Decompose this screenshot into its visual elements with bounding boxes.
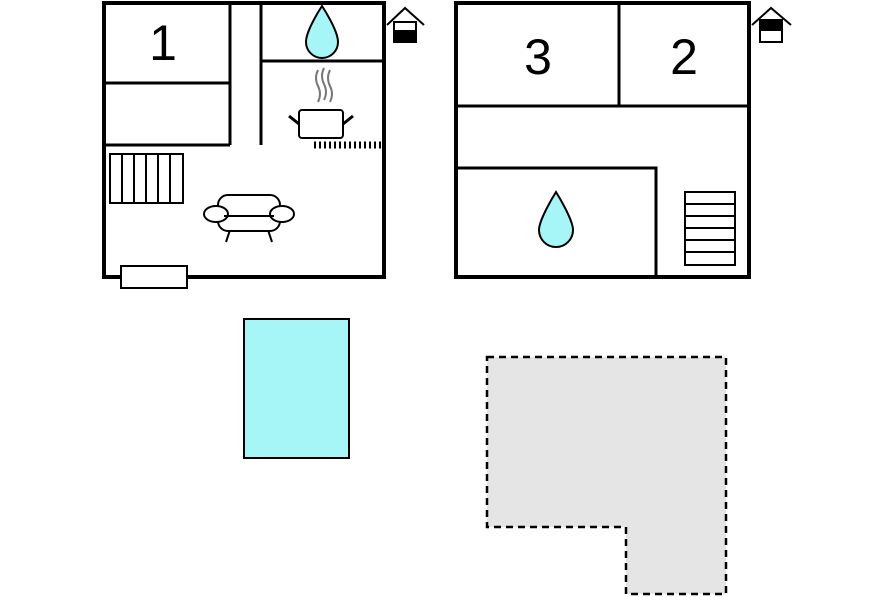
room-2-label: 2	[670, 29, 698, 85]
floor-house-icon	[751, 6, 792, 43]
upper-floor-outline	[454, 1, 751, 279]
room-3-label: 3	[524, 29, 552, 85]
water-drop-icon	[304, 4, 340, 59]
staircase-icon	[684, 191, 736, 266]
ground-floor-outline	[102, 1, 386, 279]
upper-floor-plan: 3 2	[454, 1, 792, 279]
steam-icon	[315, 67, 333, 103]
room-1[interactable]: 1	[106, 5, 232, 147]
door-icon[interactable]	[120, 265, 188, 289]
kitchen-pot-icon	[288, 109, 354, 139]
staircase-icon	[109, 153, 184, 204]
pool	[243, 318, 350, 459]
room-1-label: 1	[149, 15, 177, 71]
water-drop-icon	[537, 190, 575, 248]
room-2[interactable]: 2	[670, 29, 698, 85]
ground-floor-plan: 1	[102, 1, 425, 289]
upper-bathroom-wall	[458, 166, 658, 275]
sofa-icon	[203, 194, 295, 243]
terrace	[485, 355, 728, 596]
floor-house-icon	[386, 6, 425, 43]
room-3[interactable]: 3	[524, 29, 552, 85]
